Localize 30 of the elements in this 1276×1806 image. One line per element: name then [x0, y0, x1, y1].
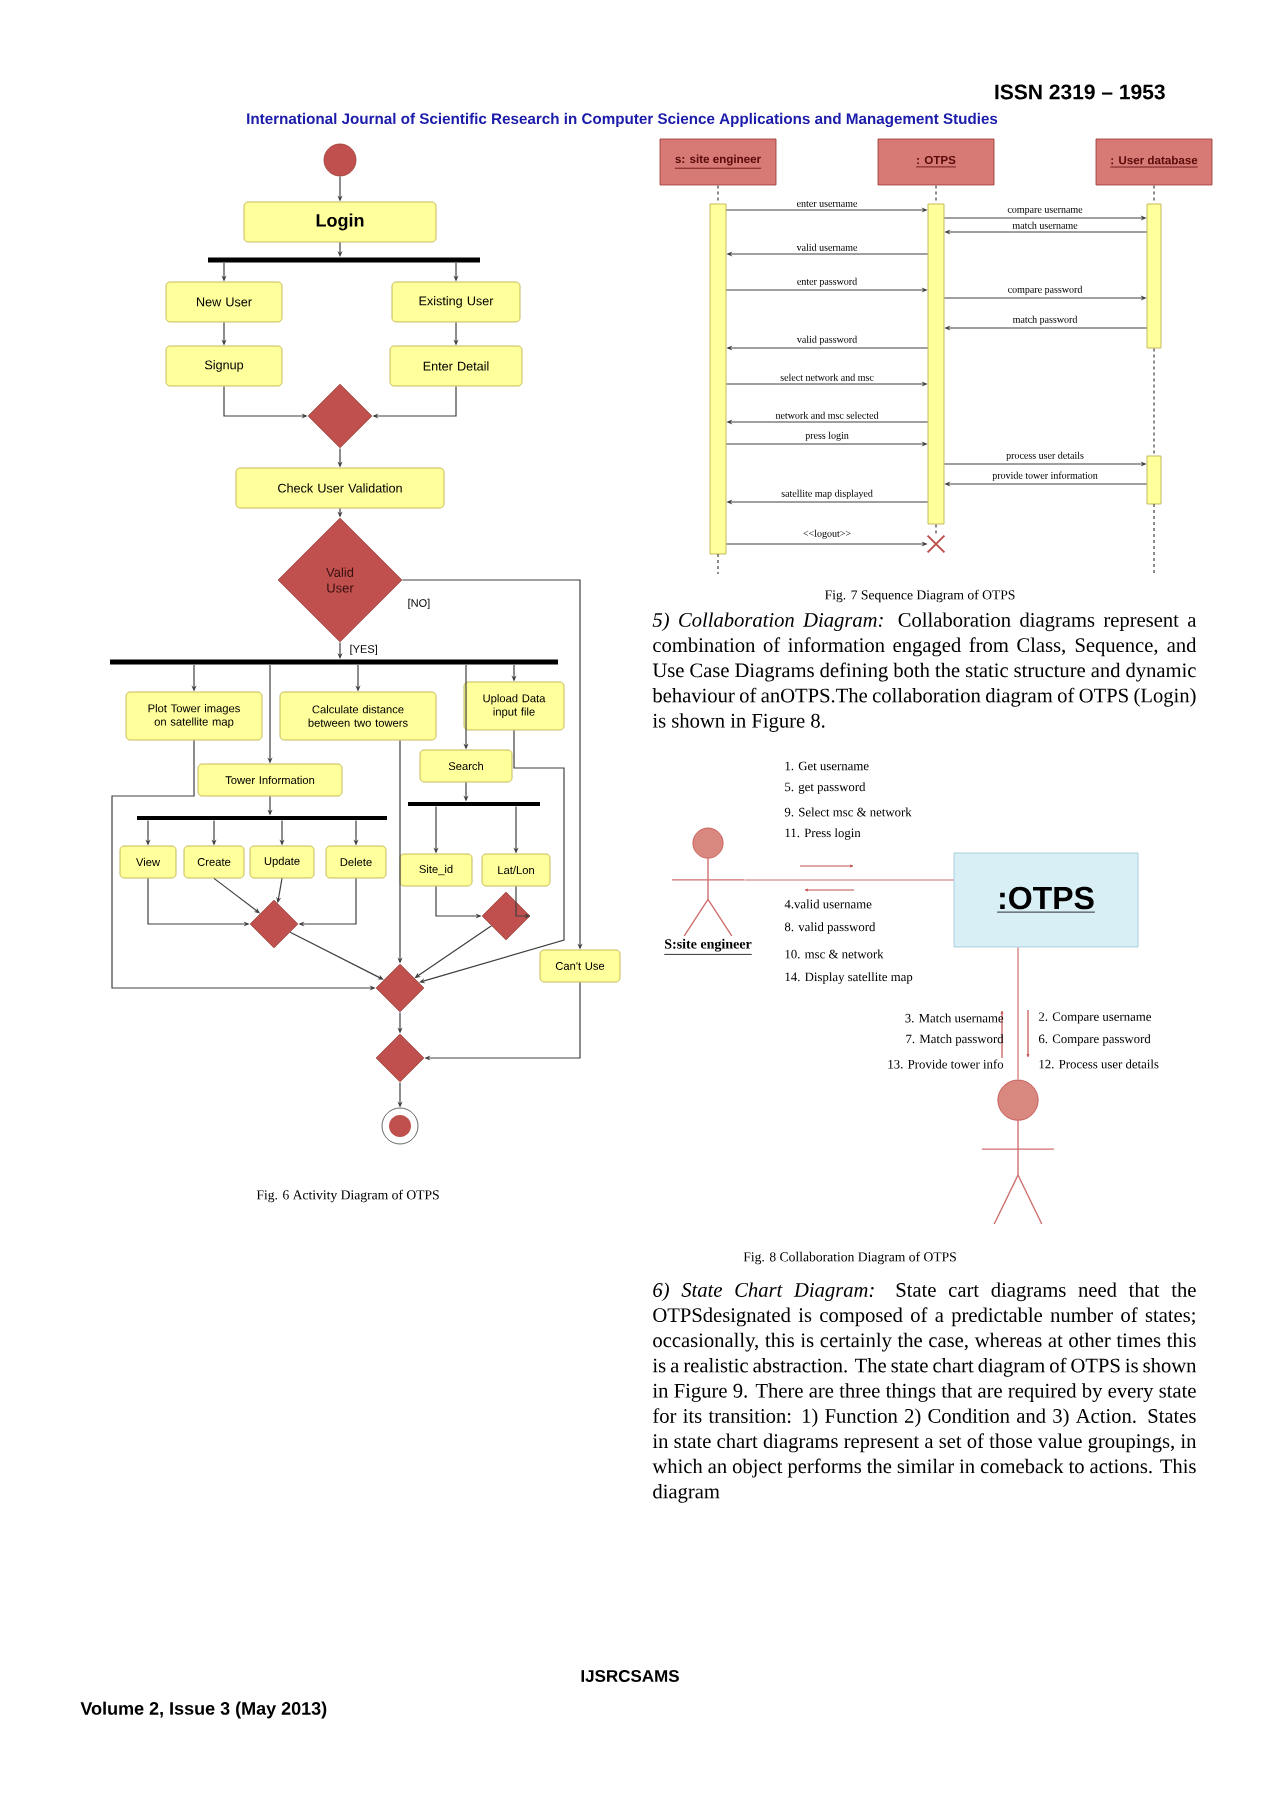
body-paragraph: 6) State Chart Diagram: State cart diagrams need that the OTPSdesignated is composed of a predictable number of states; occasionally, this is certainly the case, whereas at other times this is a realistic abstraction. The state chart diagram of OTPS is shown in Figure 9. There are three things that are required by every state for its transition: 1) Function 2) Condition and 3) Action. States in state chart diagrams represent a set of those value groupings, in which an object performs the similar in comeback to actions. This diagram [652, 1282, 1197, 1503]
lifeline [717, 184, 719, 205]
merge-diamond [375, 1033, 425, 1083]
object-box: :OTPS [953, 852, 1139, 948]
footer-text: Volume 2, Issue 3 (May 2013) [80, 1701, 327, 1719]
arrow [289, 931, 384, 980]
actor-figure [981, 1079, 1055, 1225]
fork-bar [110, 659, 558, 665]
body-paragraph: 5) Collaboration Diagram: Collaboration diagrams represent a combination of information engaged from Class, Sequence, and Use Case Diagrams defining both the static structure and dynamic behaviour of anOTPS.The collaboration diagram of OTPS (Login) is shown in Figure 8. [652, 612, 1197, 732]
fork-bar [208, 257, 480, 263]
lifeline [935, 184, 937, 205]
lifeline [1153, 184, 1155, 205]
merge-diamond [481, 891, 531, 941]
activation-bar [709, 203, 727, 555]
action-box: Login [243, 201, 437, 243]
header-text: ISSN 2319 – 1953 [995, 84, 1165, 100]
footer-text: IJSRCSAMS [581, 1670, 679, 1682]
connector [743, 879, 955, 881]
activation-bar [1146, 203, 1162, 349]
destroy-cross [926, 534, 946, 554]
merge-diamond [249, 899, 299, 949]
lifeline [935, 523, 937, 537]
activation-bar [927, 203, 945, 525]
activation-bar [1146, 455, 1162, 505]
end-circle [381, 1107, 419, 1145]
connector [1017, 946, 1019, 1081]
decision-diamond [307, 383, 373, 449]
start-circle [323, 143, 357, 177]
merge-diamond [375, 963, 425, 1013]
lifeline [1153, 347, 1155, 457]
